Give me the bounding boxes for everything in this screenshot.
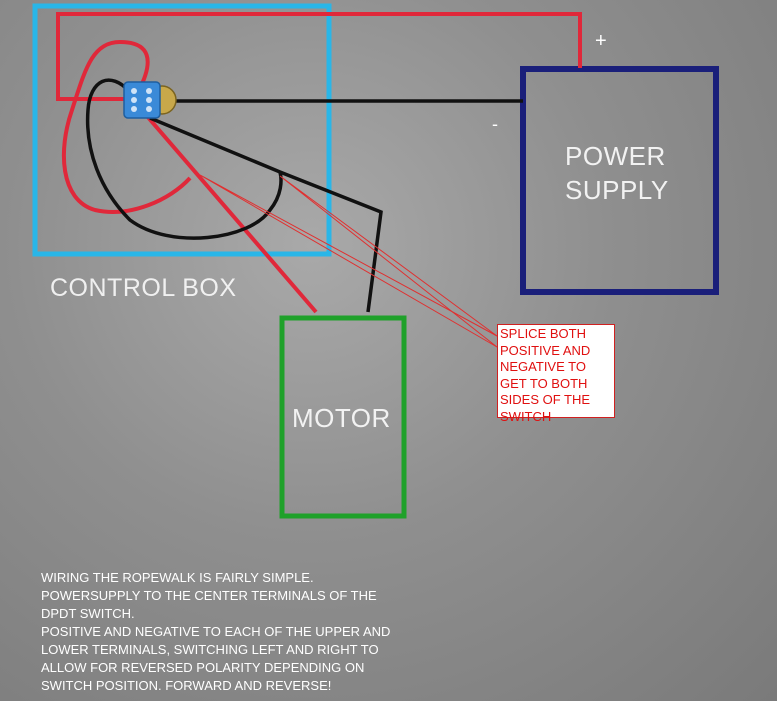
instruction-line: POSITIVE AND NEGATIVE TO EACH OF THE UPP… bbox=[41, 624, 391, 639]
wiring-instructions: WIRING THE ROPEWALK IS FAIRLY SIMPLE. PO… bbox=[41, 569, 441, 695]
instruction-line: WIRING THE ROPEWALK IS FAIRLY SIMPLE. bbox=[41, 570, 314, 585]
splice-callout: SPLICE BOTH POSITIVE AND NEGATIVE TO GET… bbox=[497, 324, 615, 424]
instruction-line: POWERSUPPLY TO THE CENTER TERMINALS OF T… bbox=[41, 588, 377, 603]
negative-wire-loop bbox=[85, 78, 283, 240]
dpdt-switch bbox=[123, 81, 177, 119]
control-box-label: CONTROL BOX bbox=[50, 274, 237, 302]
control-box bbox=[32, 3, 332, 257]
instruction-line: SWITCH POSITION. FORWARD AND REVERSE! bbox=[41, 678, 332, 693]
instruction-line: DPDT SWITCH. bbox=[41, 606, 135, 621]
positive-wire-main bbox=[56, 12, 582, 101]
motor-label: MOTOR bbox=[292, 403, 391, 433]
instruction-line: LOWER TERMINALS, SWITCHING LEFT AND RIGH… bbox=[41, 642, 379, 657]
positive-wire-to-motor bbox=[138, 106, 318, 314]
power-supply-box bbox=[520, 66, 719, 295]
negative-wire-to-motor bbox=[149, 116, 383, 313]
instruction-line: ALLOW FOR REVERSED POLARITY DEPENDING ON bbox=[41, 660, 365, 675]
positive-wire-loop bbox=[61, 39, 192, 214]
positive-terminal-sign: + bbox=[595, 30, 607, 52]
callout-pointer bbox=[199, 174, 498, 348]
motor-box bbox=[279, 315, 407, 519]
negative-terminal-sign: - bbox=[492, 114, 498, 134]
